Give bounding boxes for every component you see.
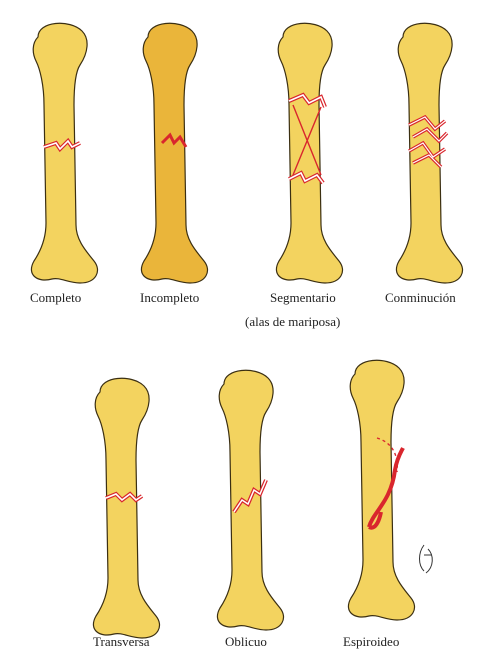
artist-signature	[420, 545, 433, 573]
bone-spiral-fracture-icon	[348, 360, 414, 620]
label-completo: Completo	[30, 290, 81, 306]
sublabel-segmentario: (alas de mariposa)	[245, 314, 340, 330]
label-incompleto: Incompleto	[140, 290, 199, 306]
label-espiroideo: Espiroideo	[343, 634, 399, 650]
bone-segmental-fracture-icon	[276, 23, 342, 283]
label-transversa: Transversa	[93, 634, 150, 650]
bone-incomplete-fracture-icon	[141, 23, 207, 283]
label-conminucion: Conminución	[385, 290, 456, 306]
bone-complete-fracture-icon	[31, 23, 97, 283]
bone-comminuted-fracture-icon	[396, 23, 462, 283]
bone-oblique-fracture-icon	[217, 370, 283, 630]
label-oblicuo: Oblicuo	[225, 634, 267, 650]
label-segmentario: Segmentario	[270, 290, 336, 306]
bone-transverse-fracture-icon	[93, 378, 159, 638]
